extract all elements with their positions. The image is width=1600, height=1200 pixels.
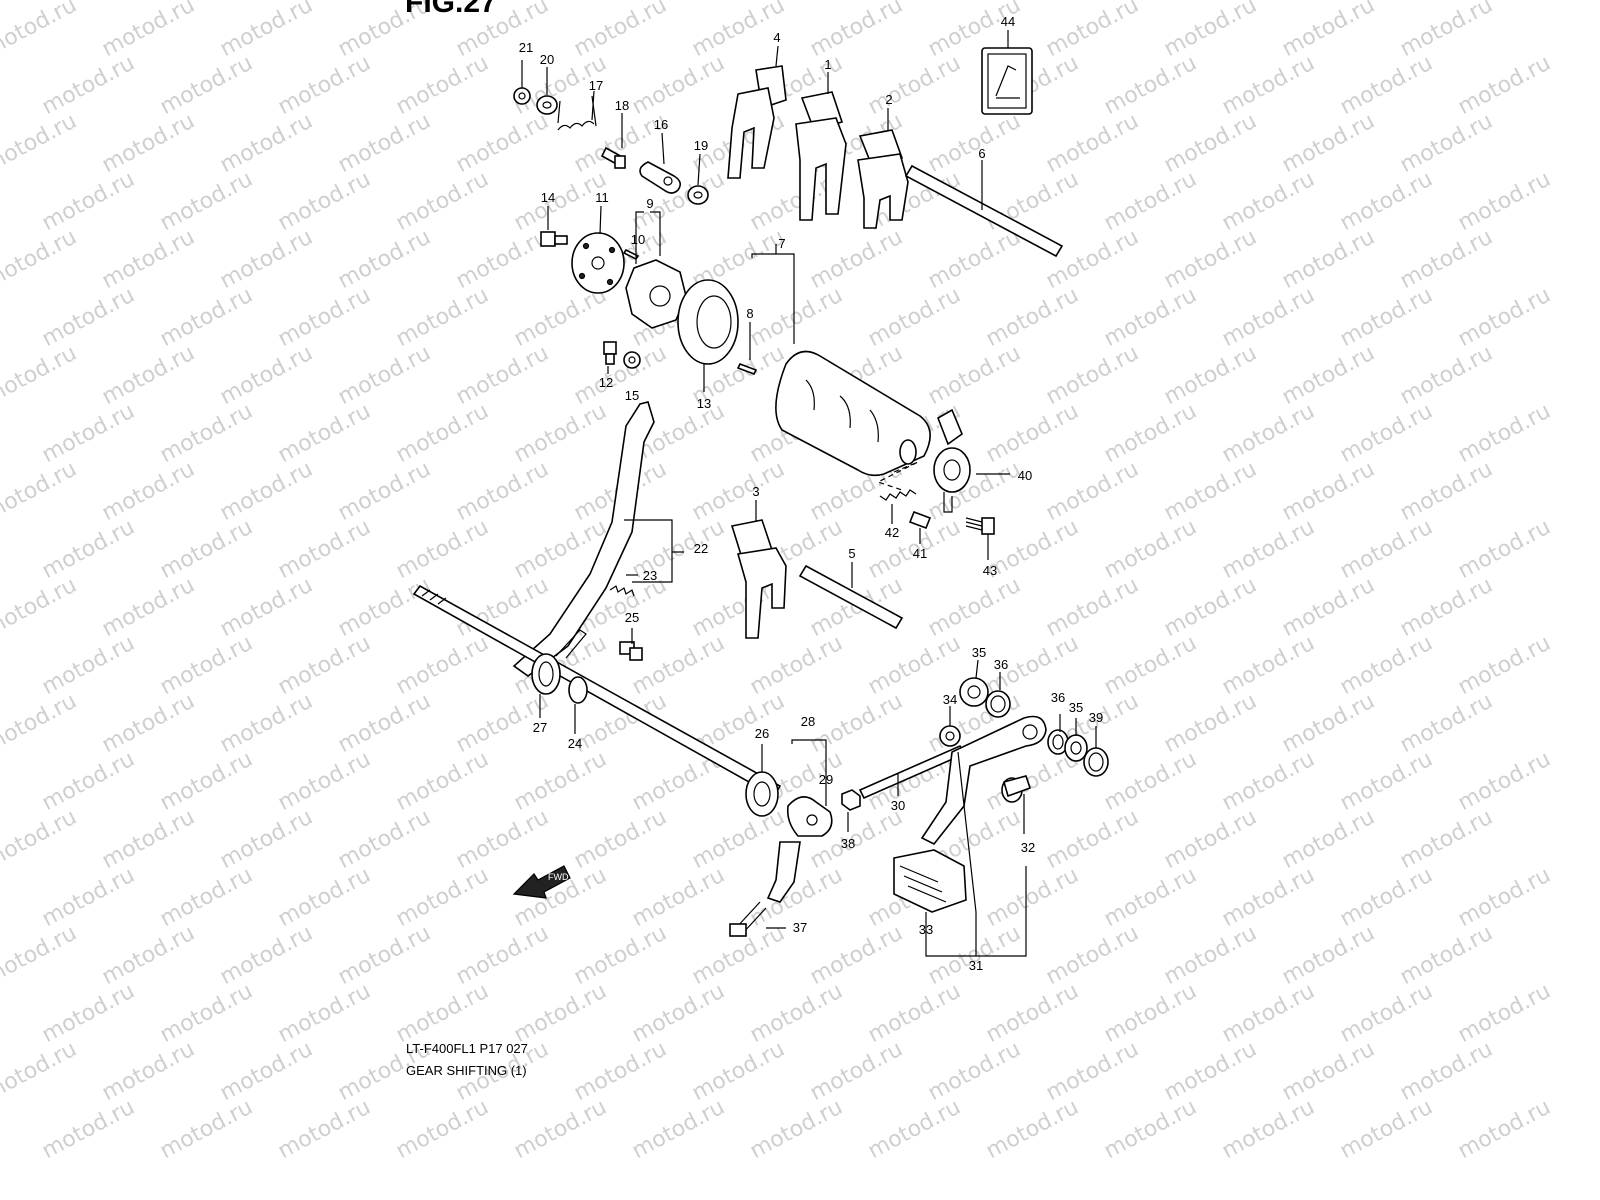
part-43-screw: [965, 517, 995, 560]
figure-title: FIG.27: [405, 0, 497, 19]
callout-17: 17: [589, 78, 603, 93]
callout-14: 14: [541, 190, 555, 205]
callout-26: 26: [755, 726, 769, 741]
part-22-gearshift-arm: [512, 401, 684, 677]
part-36-oring: [985, 672, 1011, 718]
callout-25: 25: [625, 610, 639, 625]
callout-42: 42: [885, 525, 899, 540]
callout-20: 20: [540, 52, 554, 67]
part-20-washer: [536, 67, 558, 115]
part-5-fork-shaft: [798, 562, 904, 630]
part-39-circlip: [1083, 726, 1109, 777]
part-17-spring: [557, 90, 597, 131]
callout-21: 21: [519, 40, 533, 55]
part-4-shift-fork: [727, 45, 787, 179]
part-8-pin: [736, 322, 758, 376]
callout-35: 35: [972, 645, 986, 660]
callout-8: 8: [746, 306, 753, 321]
part-1-shift-fork: [795, 72, 847, 221]
part-42-spring: [879, 489, 917, 524]
part-26-oil-seal: [745, 744, 779, 817]
part-6-fork-shaft: [904, 160, 1064, 258]
part-33-lever-tip: [893, 849, 1027, 957]
part-21-nut: [513, 60, 531, 105]
callout-33: 33: [919, 922, 933, 937]
part-41-pin: [908, 510, 932, 544]
callout-6: 6: [978, 146, 985, 161]
cam-dashed-guide: [876, 461, 919, 491]
part-36-oring-right: [1047, 714, 1069, 755]
part-12-bolt: [603, 341, 617, 374]
callout-24: 24: [568, 736, 582, 751]
part-32-bolt: [1001, 775, 1032, 834]
callout-18: 18: [615, 98, 629, 113]
caption: LT-F400FL1 P17 027 GEAR SHIFTING (1): [406, 1038, 528, 1082]
callout-1: 1: [824, 57, 831, 72]
part-35-washer-right: [1064, 718, 1088, 762]
callout-35-right: 35: [1069, 700, 1083, 715]
part-15-washer: [623, 351, 641, 369]
callout-29: 29: [819, 772, 833, 787]
callout-34: 34: [943, 692, 957, 707]
part-2-shift-fork: [857, 108, 909, 229]
part-9-cam-driven-gear: [625, 211, 687, 329]
callout-30: 30: [891, 798, 905, 813]
callout-28: 28: [801, 714, 815, 729]
part-44-label-plate: [981, 30, 1033, 115]
part-11-cam-stopper-plate: [571, 205, 625, 294]
callout-31: 31: [969, 958, 983, 973]
callout-36: 36: [994, 657, 1008, 672]
callout-3: 3: [752, 484, 759, 499]
fwd-label: FWD: [548, 872, 569, 882]
callout-23: 23: [643, 568, 657, 583]
model-code: LT-F400FL1 P17 027: [406, 1041, 528, 1056]
callout-4: 4: [773, 30, 780, 45]
callout-10: 10: [631, 232, 645, 247]
part-18-bolt: [600, 113, 626, 169]
part-27-return-spring: [531, 629, 587, 718]
callout-37: 37: [793, 920, 807, 935]
part-3-shift-fork: [730, 500, 787, 639]
part-24-gearshift-shaft: [412, 584, 782, 798]
part-37-bolt: [729, 901, 786, 937]
callout-22: 22: [694, 541, 708, 556]
fwd-arrow: FWD: [512, 865, 571, 899]
part-14-bolt: [540, 206, 568, 247]
callout-5: 5: [848, 546, 855, 561]
callout-27: 27: [533, 720, 547, 735]
callout-7: 7: [778, 236, 785, 251]
callout-15: 15: [625, 388, 639, 403]
callout-38: 38: [841, 836, 855, 851]
callout-44: 44: [1001, 14, 1015, 29]
callout-39: 39: [1089, 710, 1103, 725]
callout-16: 16: [654, 117, 668, 132]
part-13-bearing: [677, 279, 739, 392]
callout-11: 11: [595, 190, 609, 205]
part-34-collar: [939, 706, 961, 747]
part-31-gearshift-lever: [920, 715, 1047, 956]
callout-36-right: 36: [1051, 690, 1065, 705]
part-25-bolt: [619, 628, 643, 661]
part-7-gearshift-cam: [751, 244, 931, 477]
section-title: GEAR SHIFTING (1): [406, 1063, 527, 1078]
part-40-gear-position-switch: [933, 408, 1010, 513]
callout-32: 32: [1021, 840, 1035, 855]
callout-2: 2: [885, 92, 892, 107]
part-35-washer: [959, 659, 989, 707]
part-29-gearshift-lever-joint: [766, 739, 833, 903]
part-23-spring: [609, 574, 638, 597]
part-16-stopper-arm: [639, 132, 682, 194]
callout-13: 13: [697, 396, 711, 411]
callout-40: 40: [1018, 468, 1032, 483]
callout-43: 43: [983, 563, 997, 578]
part-19-washer: [687, 153, 709, 205]
callout-41: 41: [913, 546, 927, 561]
callout-19: 19: [694, 138, 708, 153]
callout-9: 9: [646, 196, 653, 211]
part-38-nut: [841, 789, 861, 832]
callout-12: 12: [599, 375, 613, 390]
